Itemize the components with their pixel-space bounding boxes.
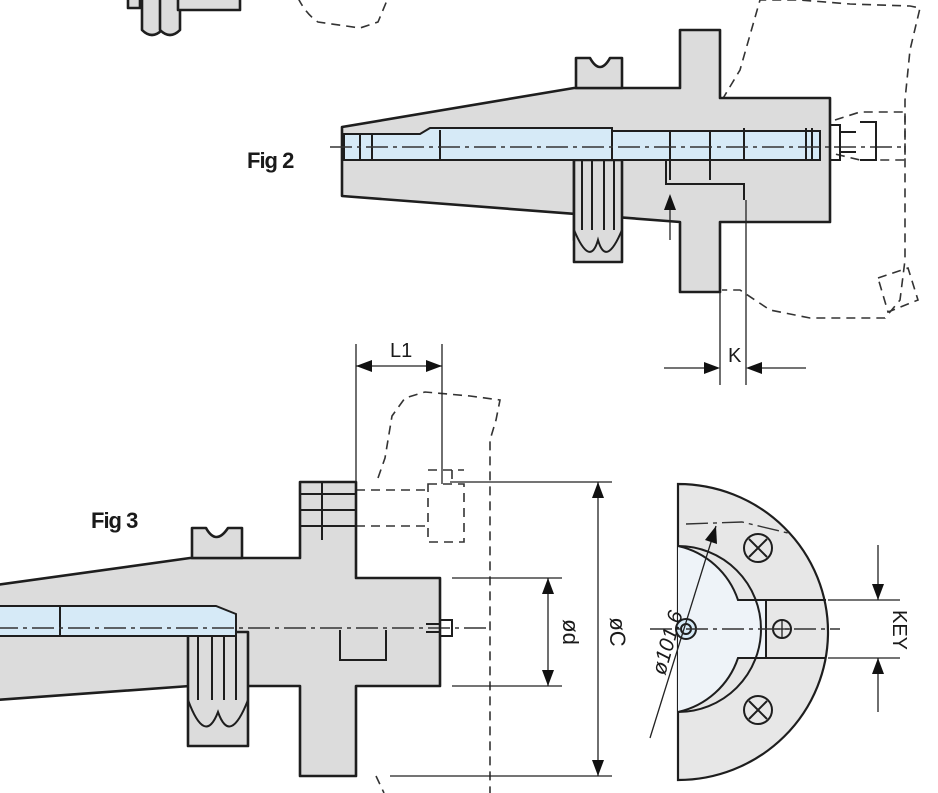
dim-key: KEY: [888, 610, 910, 650]
bolt-hole-bottom: [743, 695, 773, 725]
fig2-drive-key: [574, 56, 624, 90]
dim-k: K: [728, 345, 742, 367]
bolt-hole-top: [743, 533, 773, 563]
fig-3: L1 ød øC Fig 3: [0, 340, 910, 793]
fig2-label: Fig 2: [247, 148, 294, 173]
fig-2: K Fig 2: [247, 0, 921, 385]
fig3-label: Fig 3: [91, 508, 138, 533]
dim-c: øC: [605, 617, 630, 646]
fig1-remnant: [126, 0, 389, 37]
fig3-drive-key: [190, 526, 244, 560]
dim-d: ød: [558, 619, 583, 645]
fig3-bore: [0, 605, 237, 637]
dim-l1: L1: [390, 340, 412, 362]
fig3-fixture-outline: [377, 391, 501, 793]
fig3-end-view: ø101.6 KEY: [648, 482, 910, 782]
